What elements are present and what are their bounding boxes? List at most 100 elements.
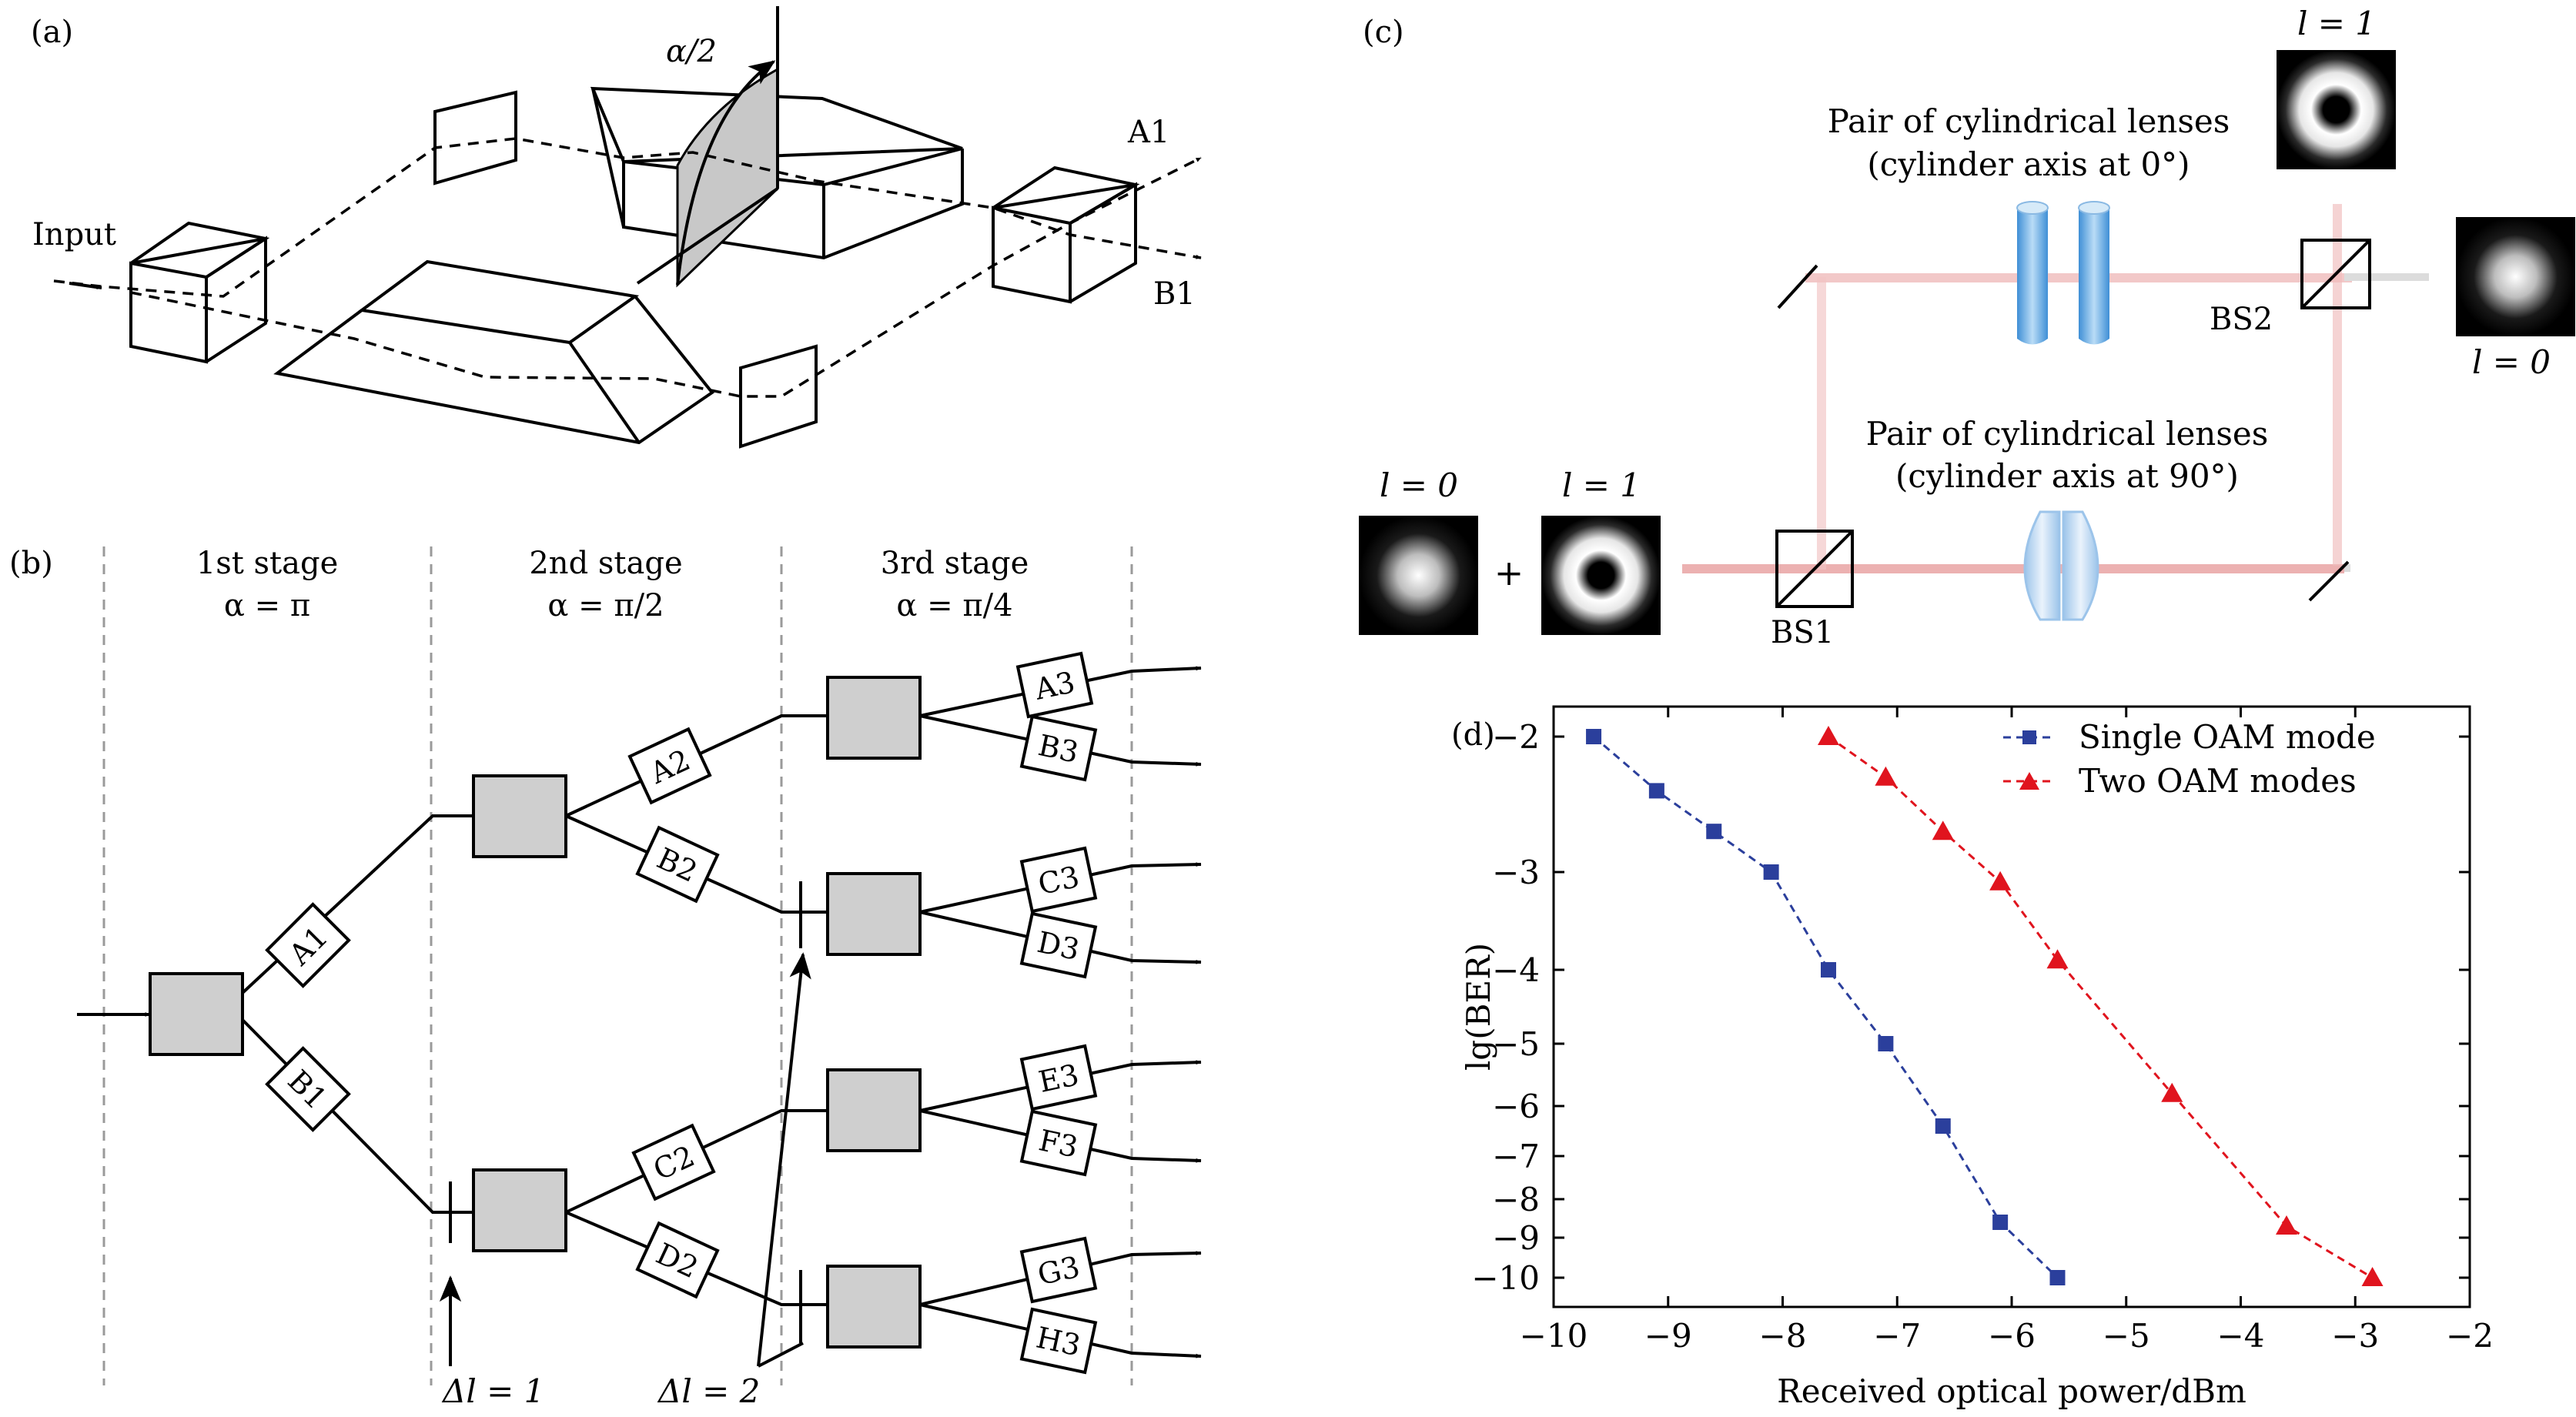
data-point-square (1586, 729, 1602, 744)
lens-pair-0deg (2016, 201, 2110, 345)
y-axis-label: lg(BER) (1460, 943, 1497, 1071)
mirror-bottom-right (2308, 560, 2350, 602)
series-line-1 (1593, 735, 2059, 1279)
input-arrow (69, 282, 102, 289)
data-point-square (1935, 1118, 1951, 1134)
rotation-plane (676, 67, 779, 288)
delta-l-2-label: Δl = 2 (657, 1372, 760, 1410)
data-point-square (1763, 864, 1779, 880)
label-f3: F3 (1019, 1109, 1098, 1177)
lens-bottom-line1: Pair of cylindrical lenses (1866, 415, 2269, 453)
label-f3-text: F3 (1035, 1123, 1081, 1165)
y-tick-label: −3 (1492, 854, 1540, 891)
bs2-label: BS2 (2210, 302, 2273, 337)
output-mode-l0-label: l = 0 (2472, 343, 2551, 381)
data-point-triangle (1989, 871, 2012, 891)
label-h3: H3 (1019, 1307, 1098, 1375)
stage-1-alpha: α = π (224, 588, 310, 623)
panel-a-label: (a) (31, 15, 73, 50)
x-tick-label: −5 (2103, 1317, 2150, 1355)
stage-2-alpha: α = π/2 (547, 588, 664, 623)
panel-b: (b) 1st stage α = π 2nd stage α = π/2 3r… (9, 546, 1202, 1410)
label-b2: B2 (635, 825, 720, 904)
x-tick-label: −2 (2446, 1317, 2494, 1355)
data-point-triangle (2046, 949, 2069, 969)
rotation-arrow (676, 60, 776, 286)
output-cube (992, 165, 1140, 304)
mirror-top-left (1777, 264, 1818, 309)
x-axis-label: Received optical power/dBm (1777, 1372, 2246, 1410)
y-tick-label: −8 (1492, 1181, 1540, 1218)
y-tick-label: −4 (1492, 951, 1540, 989)
stage3-processor-3 (826, 1068, 922, 1152)
data-point-square (1878, 1036, 1894, 1051)
label-a1: A1 (265, 902, 351, 988)
input-label: Input (32, 217, 116, 252)
panel-d-label: (d) (1451, 717, 1495, 753)
tree-connections (77, 666, 1202, 1368)
x-tick-label: −10 (1520, 1317, 1588, 1355)
label-c3-text: C3 (1035, 860, 1082, 901)
y-axis: −2−3−4−5−6−7−8−9−10 (1471, 718, 2470, 1297)
output-b1-label: B1 (1153, 276, 1196, 312)
y-tick-label: −10 (1471, 1259, 1540, 1297)
stage-3-alpha: α = π/4 (896, 588, 1012, 623)
legend-label-single: Single OAM mode (2079, 718, 2376, 756)
stage3-processor-2 (826, 872, 922, 956)
stage-3-title: 3rd stage (881, 546, 1029, 581)
label-b3-text: B3 (1035, 728, 1082, 770)
label-b1: B1 (265, 1046, 351, 1132)
beam-path-b (53, 137, 1202, 298)
label-d3: D3 (1019, 911, 1098, 979)
x-tick-label: −9 (1644, 1317, 1692, 1355)
stage-2-title: 2nd stage (529, 546, 682, 581)
x-tick-label: −8 (1759, 1317, 1807, 1355)
panel-b-label: (b) (9, 546, 53, 581)
x-tick-label: −6 (1988, 1317, 2036, 1355)
legend-marker-triangle (2019, 772, 2039, 790)
input-mode-l1-image (1541, 516, 1661, 635)
data-point-triangle (1818, 726, 1839, 745)
y-tick-label: −5 (1492, 1025, 1540, 1063)
label-c2: C2 (631, 1123, 716, 1201)
output-a1-label: A1 (1127, 115, 1169, 150)
series-line-2 (1828, 735, 2374, 1279)
lens-top-line2: (cylinder axis at 0°) (1867, 145, 2190, 183)
legend: Single OAM mode Two OAM modes (2003, 718, 2376, 800)
data-point-triangle (2276, 1215, 2297, 1235)
legend-item-single: Single OAM mode (2003, 718, 2376, 756)
stage2-processor-lower (472, 1168, 567, 1252)
label-e3: E3 (1019, 1044, 1098, 1111)
label-b3: B3 (1019, 714, 1098, 782)
y-tick-label: −7 (1492, 1138, 1540, 1175)
label-c3: C3 (1019, 846, 1098, 914)
beam-path-a (130, 156, 1202, 398)
label-a2: A2 (627, 727, 712, 805)
legend-marker-square (2022, 730, 2036, 744)
stage3-processor-4 (826, 1265, 922, 1348)
panel-c: (c) BS1 BS2 (1359, 5, 2575, 650)
x-tick-label: −4 (2217, 1317, 2265, 1355)
x-tick-label: −7 (1873, 1317, 1921, 1355)
y-tick-label: −2 (1492, 718, 1540, 756)
delta-l-1-label: Δl = 1 (441, 1372, 544, 1410)
label-a3: A3 (1015, 651, 1094, 719)
data-point-square (2049, 1270, 2066, 1285)
bs1-label: BS1 (1771, 615, 1834, 650)
laser-beams (1682, 204, 2429, 573)
output-mode-l0-image (2456, 217, 2575, 336)
beam-splitter-1 (1775, 530, 1854, 608)
label-a3-text: A3 (1031, 665, 1078, 707)
stage-1-title: 1st stage (196, 546, 339, 581)
plus-sign: + (1494, 552, 1524, 593)
data-point-square (1821, 962, 1836, 978)
data-point-square (1648, 783, 1664, 799)
input-mode-l0-image (1359, 516, 1478, 635)
data-point-triangle (2361, 1267, 2384, 1286)
top-plate (433, 90, 517, 185)
label-d2: D2 (635, 1221, 720, 1299)
stage1-processor (149, 972, 244, 1056)
panel-c-label: (c) (1363, 15, 1404, 50)
rotation-axis-base (636, 187, 779, 285)
